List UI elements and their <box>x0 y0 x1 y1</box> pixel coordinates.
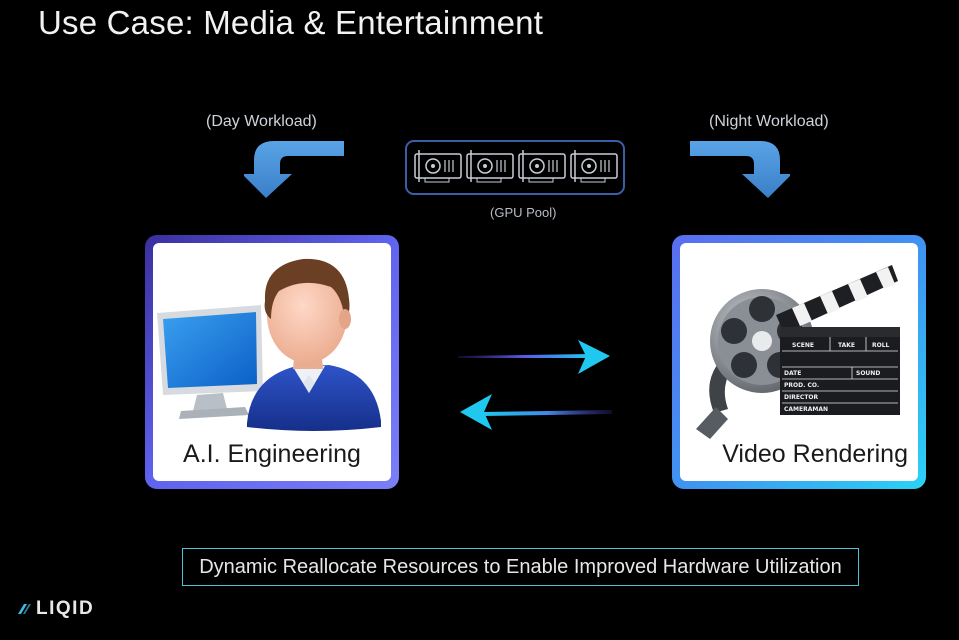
video-rendering-label: Video Rendering <box>722 440 908 468</box>
gpu-card-icon <box>414 150 462 183</box>
gpu-pool-box <box>405 140 625 195</box>
clapper-field-director: DIRECTOR <box>784 394 819 401</box>
gpu-card-icon <box>570 150 618 183</box>
gpu-card-icon <box>466 150 514 183</box>
reallocation-arrows <box>458 340 612 430</box>
clapper-field-take: TAKE <box>838 342 855 349</box>
video-rendering-card: SCENE TAKE ROLL DATE SOUND PROD. CO. DIR… <box>680 243 918 481</box>
ai-engineering-label: A.I. Engineering <box>183 440 361 468</box>
gpu-card-icon <box>518 150 566 183</box>
day-workload-arrow <box>244 141 344 198</box>
gpu-pool-label: (GPU Pool) <box>490 205 557 220</box>
liqid-logo-text: LIQID <box>36 598 95 619</box>
gpu-pool-cards <box>414 150 618 183</box>
clapper-field-roll: ROLL <box>872 342 890 349</box>
clapper-field-sound: SOUND <box>856 370 880 377</box>
video-rendering-panel: SCENE TAKE ROLL DATE SOUND PROD. CO. DIR… <box>672 235 926 489</box>
liqid-logo: LIQID <box>14 598 94 620</box>
reallocation-banner: Dynamic Reallocate Resources to Enable I… <box>182 548 859 586</box>
clapper-field-cameraman: CAMERAMAN <box>784 406 828 413</box>
day-workload-label: (Day Workload) <box>206 113 317 130</box>
engineer-at-computer-icon <box>157 258 381 431</box>
arrow-right-icon <box>458 340 610 374</box>
night-workload-label: (Night Workload) <box>709 113 829 130</box>
film-reel-clapperboard-icon: SCENE TAKE ROLL DATE SOUND PROD. CO. DIR… <box>696 265 900 439</box>
arrow-left-icon <box>460 394 612 430</box>
clapper-field-scene: SCENE <box>792 342 814 349</box>
ai-engineering-card: A.I. Engineering <box>153 243 391 481</box>
ai-engineering-panel: A.I. Engineering <box>145 235 399 489</box>
clapper-field-date: DATE <box>784 370 801 377</box>
clapper-field-prod-co: PROD. CO. <box>784 382 819 389</box>
night-workload-arrow <box>690 141 790 198</box>
liqid-logo-icon <box>18 604 31 614</box>
page-title: Use Case: Media & Entertainment <box>38 4 544 41</box>
